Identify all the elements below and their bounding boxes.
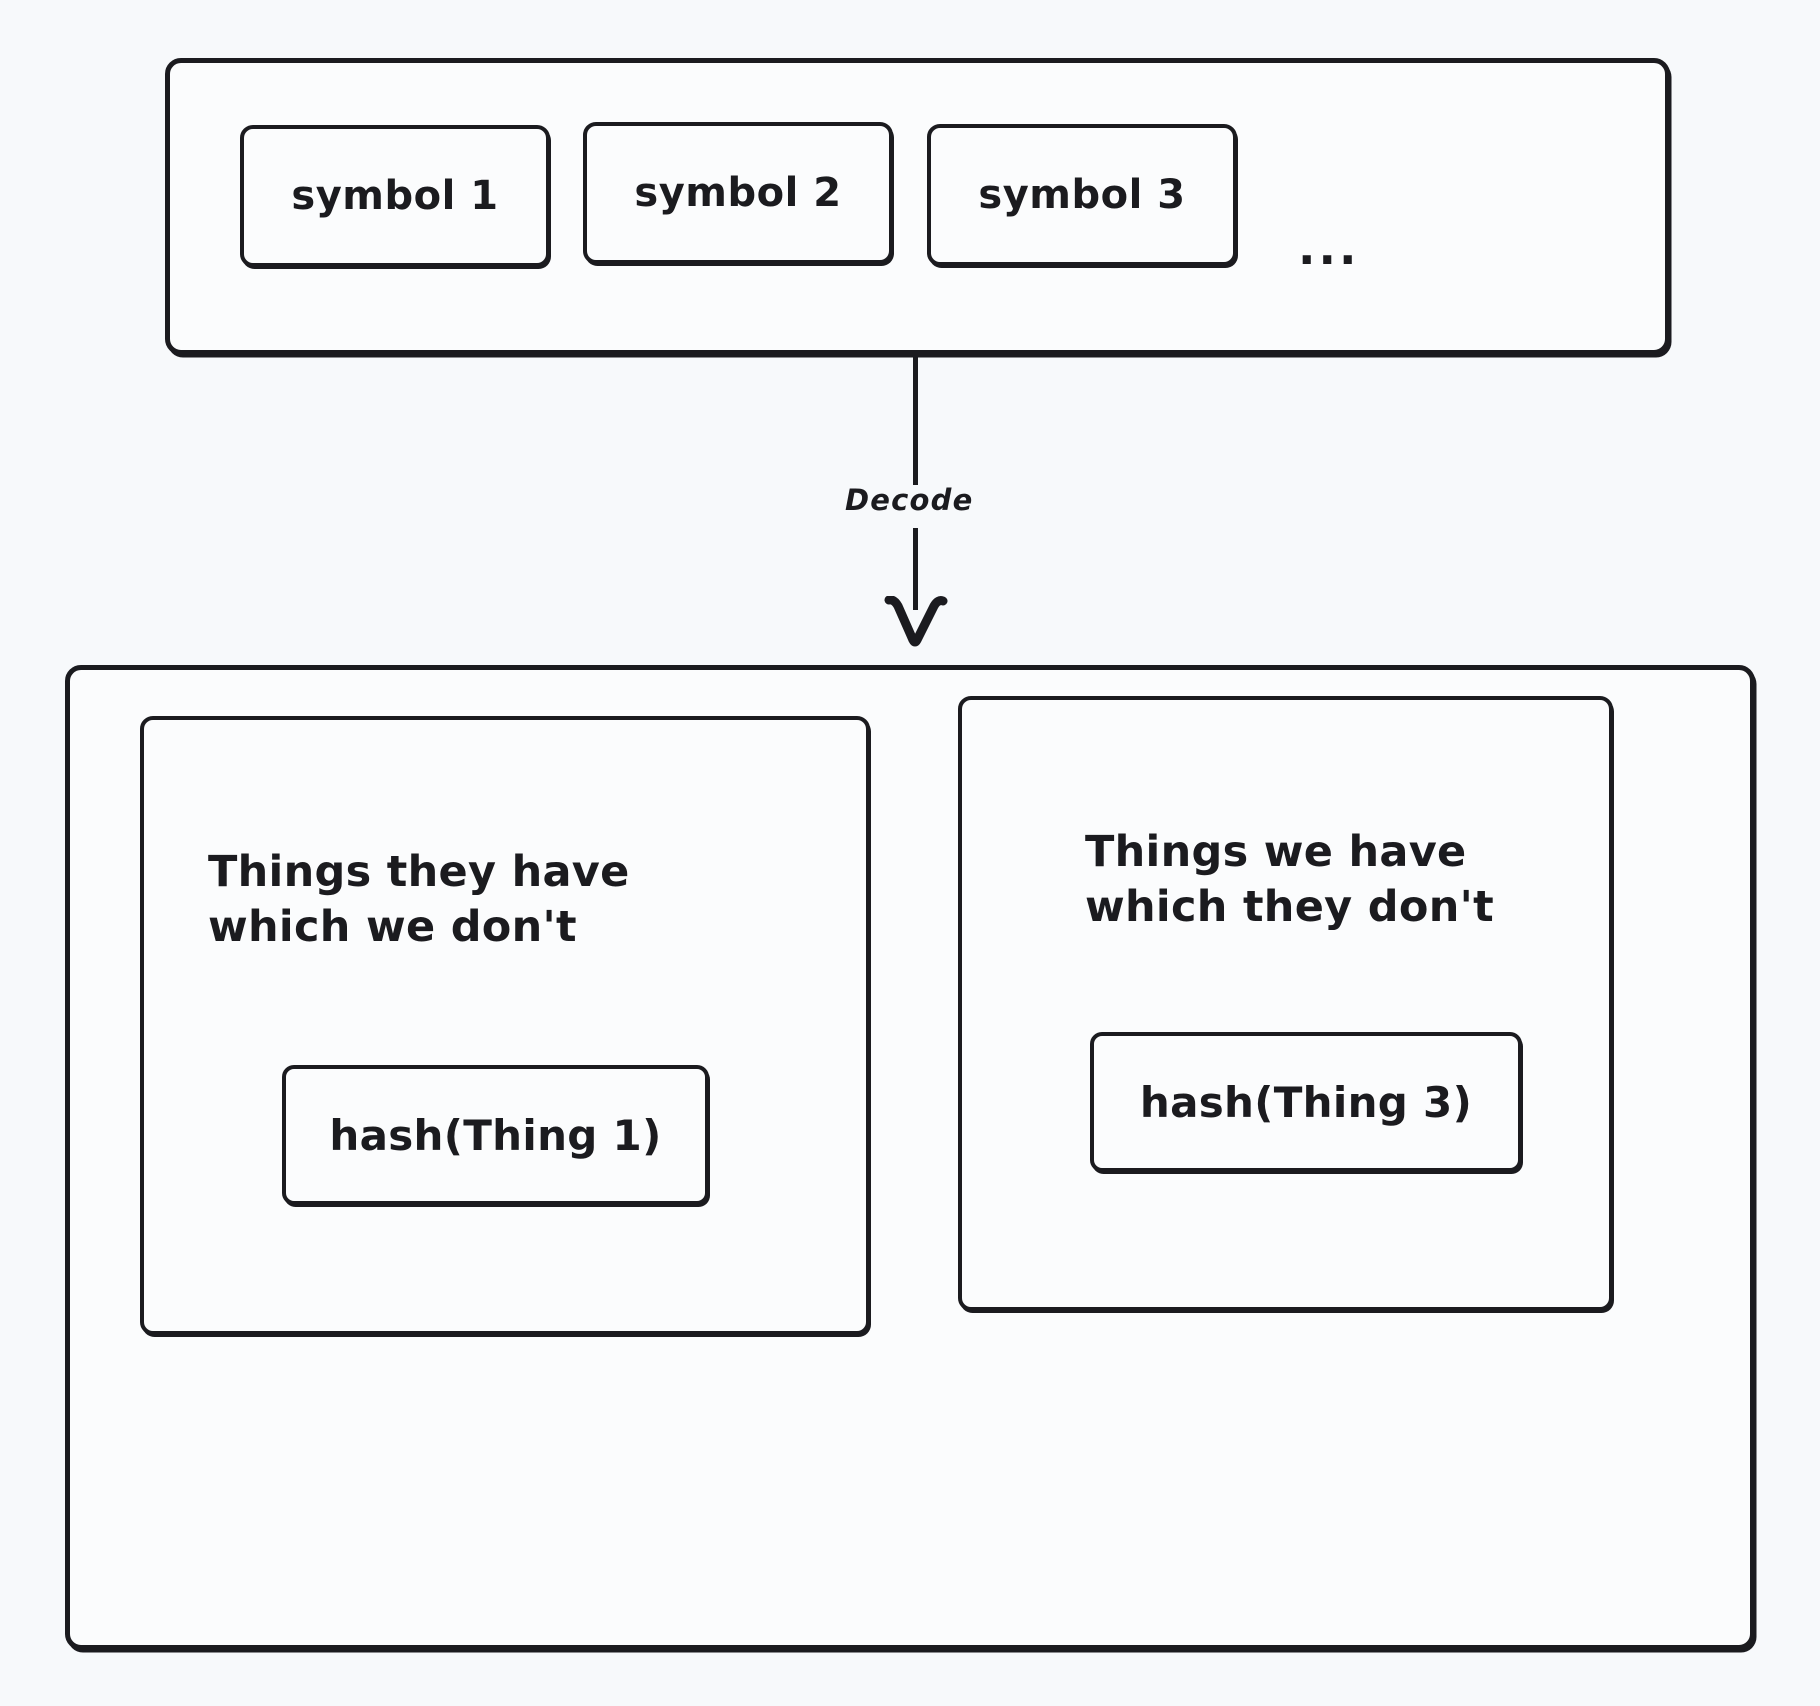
things-they-have-box[interactable] [140,716,870,1335]
symbol-box-1[interactable]: symbol 1 [240,125,550,267]
hash-thing-3-label: hash(Thing 3) [1139,1077,1473,1127]
hash-thing-1-box[interactable]: hash(Thing 1) [282,1065,709,1205]
symbol-label-3: symbol 3 [978,172,1186,218]
hash-thing-3-box[interactable]: hash(Thing 3) [1090,1032,1522,1172]
arrow-down-icon [884,595,948,648]
things-we-have-box[interactable] [958,696,1613,1311]
decode-arrow-line-upper [913,357,918,485]
symbol-label-1: symbol 1 [291,173,499,219]
hash-thing-1-label: hash(Thing 1) [329,1110,662,1160]
symbols-ellipsis: ... [1298,221,1360,275]
symbol-box-3[interactable]: symbol 3 [927,124,1237,266]
symbol-label-2: symbol 2 [634,170,842,216]
things-we-have-title: Things we have which they don't [1085,827,1494,933]
decode-arrow-line-lower [913,528,918,610]
decode-arrow-label: Decode [845,483,974,517]
symbol-box-2[interactable]: symbol 2 [583,122,893,264]
things-they-have-title: Things they have which we don't [208,847,630,953]
